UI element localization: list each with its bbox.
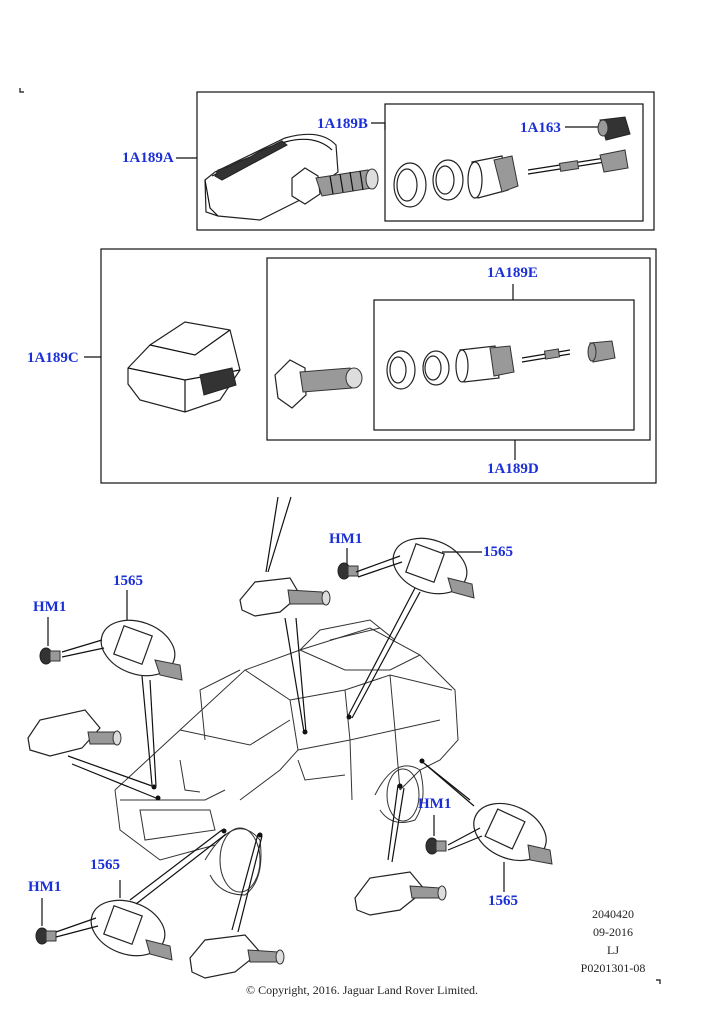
kit-box-1a189c: [100, 248, 657, 484]
callout-1a189a[interactable]: 1A189A: [122, 150, 174, 166]
callout-1a189d[interactable]: 1A189D: [487, 461, 539, 477]
screw-icon: [39, 647, 61, 665]
callout-hm1-left[interactable]: HM1: [33, 599, 67, 615]
drawing-author: LJ: [607, 943, 619, 957]
retaining-clip-icon: [100, 619, 183, 681]
callout-1565-left[interactable]: 1565: [113, 573, 143, 589]
wheel-sensor-icon: [189, 934, 285, 979]
retaining-clip-icon: [473, 802, 553, 865]
valve-kit-icon: [393, 116, 631, 208]
valve-stem-icon: [274, 359, 363, 409]
kit-box-1a189d: [266, 257, 651, 441]
callout-hm1-bottom[interactable]: HM1: [28, 879, 62, 895]
retaining-clip-icon: [392, 537, 475, 599]
drawing-reference: P0201301-08: [580, 961, 646, 975]
drawing-number: 2040420: [592, 907, 634, 921]
screw-icon: [35, 927, 57, 945]
tpms-sensor-icon: [204, 133, 379, 221]
callout-hm1-top[interactable]: HM1: [329, 531, 363, 547]
kit-box-1a189b: [384, 103, 644, 222]
corner-mark: [19, 88, 24, 93]
corner-mark: [656, 979, 661, 984]
callout-1565-bottom[interactable]: 1565: [90, 857, 120, 873]
screw-icon: [425, 837, 447, 855]
kit-box-1a189a: [196, 91, 655, 231]
vehicle-icon: [114, 619, 459, 896]
retaining-clip-icon: [90, 899, 173, 961]
callout-1565-top[interactable]: 1565: [483, 544, 513, 560]
leader-line: [371, 122, 386, 130]
wheel-sensor-icon: [354, 871, 447, 916]
callout-1a189c[interactable]: 1A189C: [27, 350, 79, 366]
callout-hm1-right[interactable]: HM1: [418, 796, 452, 812]
kit-box-1a189e: [373, 299, 635, 431]
callout-1a189e[interactable]: 1A189E: [487, 265, 538, 281]
wheel-sensor-icon: [27, 709, 122, 757]
callout-1a163[interactable]: 1A163: [520, 120, 561, 136]
wheel-sensor-icon: [239, 577, 331, 617]
copyright-notice: © Copyright, 2016. Jaguar Land Rover Lim…: [245, 983, 479, 997]
sensor-housing-icon: [127, 321, 241, 413]
sensor-position-dots: [151, 714, 425, 838]
callout-1a189b[interactable]: 1A189B: [317, 116, 368, 132]
screw-icon: [337, 562, 359, 580]
leader-lines: [41, 496, 505, 938]
callout-1565-right[interactable]: 1565: [488, 893, 518, 909]
valve-kit-small-icon: [386, 340, 616, 390]
drawing-date: 09-2016: [593, 925, 633, 939]
